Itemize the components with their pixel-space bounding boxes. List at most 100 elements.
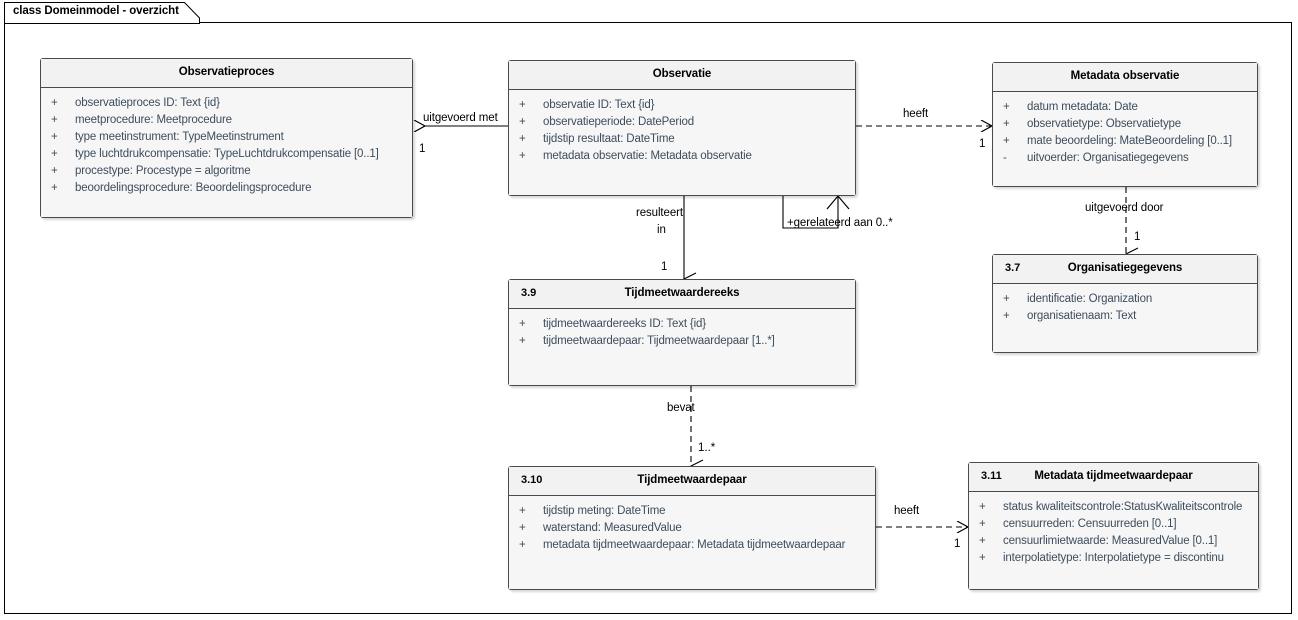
attribute-row: + observatietype: Observatietype xyxy=(993,116,1257,133)
connector-multiplicity-uitgevoerd-met: 1 xyxy=(419,143,426,155)
connector-multiplicity-heeft-tijdmeetwaardepaar: 1 xyxy=(954,538,961,550)
visibility-marker: + xyxy=(1003,135,1010,147)
visibility-marker: + xyxy=(51,148,58,160)
visibility-marker: + xyxy=(519,99,526,111)
connector-label-gerelateerd-aan: +gerelateerd aan 0..* xyxy=(787,217,893,229)
class-box-tijdmeetwaardereeks[interactable]: 3.9 Tijdmeetwaardereeks +tijdmeetwaarder… xyxy=(508,279,856,386)
class-attributes-tijdmeetwaardereeks: +tijdmeetwaardereeks ID: Text {id} +tijd… xyxy=(509,309,855,385)
class-title-observatieproces: Observatieproces xyxy=(178,66,275,78)
connector-multiplicity-resulteert-in: 1 xyxy=(661,261,668,273)
attribute-text: censuurreden: Censuurreden [0..1] xyxy=(1003,518,1177,530)
attribute-row: - uitvoerder: Organisatiegegevens xyxy=(993,150,1257,167)
attribute-text: beoordelingsprocedure: Beoordelingsproce… xyxy=(75,182,312,194)
frame-tab-shape xyxy=(4,2,200,24)
attribute-row: +tijdstip resultaat: DateTime xyxy=(509,131,855,148)
attribute-text: tijdstip meting: DateTime xyxy=(543,505,666,517)
class-header-tijdmeetwaardepaar: 3.10 Tijdmeetwaardepaar xyxy=(509,467,875,496)
class-title-organisatiegegevens: Organisatiegegevens xyxy=(1067,262,1183,274)
visibility-marker: + xyxy=(979,552,986,564)
visibility-marker: + xyxy=(519,522,526,534)
class-attributes-metadata-observatie: + datum metadata: Date + observatietype: O… xyxy=(993,92,1257,186)
class-box-tijdmeetwaardepaar[interactable]: 3.10 Tijdmeetwaardepaar + tijdstip meting… xyxy=(508,466,876,590)
attribute-row: + type meetinstrument: TypeMeetinstrument xyxy=(41,129,412,146)
visibility-marker: + xyxy=(51,97,58,109)
class-number-metadata-tijdmeetwaardepaar: 3.11 xyxy=(981,470,1002,482)
attribute-text: mate beoordeling: MateBeoordeling [0..1] xyxy=(1027,135,1232,147)
attribute-row: + datum metadata: Date xyxy=(993,99,1257,116)
attribute-text: tijdstip resultaat: DateTime xyxy=(543,133,675,145)
attribute-row: +procestype: Procestype = algoritme xyxy=(41,163,412,180)
visibility-marker: + xyxy=(979,535,986,547)
visibility-marker: - xyxy=(1003,152,1007,164)
attribute-text: status kwaliteitscontrole:StatusKwalitei… xyxy=(1003,501,1243,513)
diagram-frame-tab: class Domeinmodel - overzicht xyxy=(4,2,200,24)
visibility-marker: + xyxy=(519,335,526,347)
attribute-row: + interpolatietype: Interpolatietype = di… xyxy=(969,550,1258,567)
attribute-row: + censuurlimietwaarde: MeasuredValue [0..… xyxy=(969,533,1258,550)
visibility-marker: + xyxy=(1003,293,1010,305)
class-box-observatieproces[interactable]: Observatieproces + observatieproces ID: T… xyxy=(40,58,413,218)
class-header-metadata-observatie: Metadata observatie xyxy=(993,63,1257,92)
attribute-text: identificatie: Organization xyxy=(1027,293,1153,305)
attribute-text: organisatienaam: Text xyxy=(1027,310,1137,322)
attribute-text: tijdmeetwaardereeks ID: Text {id} xyxy=(543,318,706,330)
attribute-text: procestype: Procestype = algoritme xyxy=(75,165,251,177)
attribute-row: + tijdstip meting: DateTime xyxy=(509,503,875,520)
attribute-row: + mate beoordeling: MateBeoordeling [0..1… xyxy=(993,133,1257,150)
class-box-metadata-tijdmeetwaardepaar[interactable]: 3.11 Metadata tijdmeetwaardepaar + status… xyxy=(968,462,1259,590)
attribute-text: meetprocedure: Meetprocedure xyxy=(75,114,232,126)
attribute-row: +metadata observatie: Metadata observati… xyxy=(509,148,855,165)
class-header-tijdmeetwaardereeks: 3.9 Tijdmeetwaardereeks xyxy=(509,280,855,309)
attribute-row: +tijdmeetwaardereeks ID: Text {id} xyxy=(509,316,855,333)
attribute-row: + identificatie: Organization xyxy=(993,291,1257,308)
attribute-text: tijdmeetwaardepaar: Tijdmeetwaardepaar [… xyxy=(543,335,775,347)
connector-label-heeft-observatie: heeft xyxy=(903,108,929,120)
attribute-text: uitvoerder: Organisatiegegevens xyxy=(1027,152,1189,164)
visibility-marker: + xyxy=(979,518,986,530)
visibility-marker: + xyxy=(51,182,58,194)
attribute-row: + beoordelingsprocedure: Beoordelingsproc… xyxy=(41,180,412,197)
attribute-text: censuurlimietwaarde: MeasuredValue [0..1… xyxy=(1003,535,1218,547)
connector-label-uitgevoerd-door: uitgevoerd door xyxy=(1085,202,1164,214)
visibility-marker: + xyxy=(519,150,526,162)
class-attributes-observatie: +observatie ID: Text {id} +observatieper… xyxy=(509,90,855,195)
diagram-title: class Domeinmodel - overzicht xyxy=(13,5,179,17)
attribute-row: +organisatienaam: Text xyxy=(993,308,1257,325)
attribute-text: type luchtdrukcompensatie: TypeLuchtdruk… xyxy=(75,148,379,160)
visibility-marker: + xyxy=(519,116,526,128)
attribute-text: waterstand: MeasuredValue xyxy=(543,522,682,534)
class-number-tijdmeetwaardereeks: 3.9 xyxy=(521,287,537,299)
attribute-text: observatie ID: Text {id} xyxy=(543,99,655,111)
visibility-marker: + xyxy=(1003,118,1010,130)
visibility-marker: + xyxy=(51,114,58,126)
class-attributes-metadata-tijdmeetwaardepaar: + status kwaliteitscontrole:StatusKwalite… xyxy=(969,492,1258,589)
class-title-tijdmeetwaardereeks: Tijdmeetwaardereeks xyxy=(624,287,740,299)
class-title-metadata-tijdmeetwaardepaar: Metadata tijdmeetwaardepaar xyxy=(1034,470,1193,482)
visibility-marker: + xyxy=(519,505,526,517)
attribute-text: datum metadata: Date xyxy=(1027,101,1138,113)
class-header-observatieproces: Observatieproces xyxy=(41,59,412,88)
connector-multiplicity-heeft-observatie: 1 xyxy=(979,138,986,150)
class-box-metadata-observatie[interactable]: Metadata observatie + datum metadata: Dat… xyxy=(992,62,1258,187)
attribute-text: observatieproces ID: Text {id} xyxy=(75,97,220,109)
attribute-text: interpolatietype: Interpolatietype = dis… xyxy=(1003,552,1224,564)
visibility-marker: + xyxy=(519,539,526,551)
class-header-observatie: Observatie xyxy=(509,61,855,90)
attribute-text: observatietype: Observatietype xyxy=(1027,118,1182,130)
visibility-marker: + xyxy=(51,131,58,143)
visibility-marker: + xyxy=(1003,101,1010,113)
class-number-organisatiegegevens: 3.7 xyxy=(1005,262,1021,274)
class-title-metadata-observatie: Metadata observatie xyxy=(1070,70,1180,82)
connector-multiplicity-uitgevoerd-door: 1 xyxy=(1134,231,1141,243)
connector-label-resulteert-in: in xyxy=(657,224,666,236)
class-box-organisatiegegevens[interactable]: 3.7 Organisatiegegevens + identificatie: … xyxy=(992,254,1258,353)
connector-multiplicity-bevat: 1..* xyxy=(698,442,716,454)
attribute-row: + observatieproces ID: Text {id} xyxy=(41,95,412,112)
attribute-row: + censuurreden: Censuurreden [0..1] xyxy=(969,516,1258,533)
class-box-observatie[interactable]: Observatie +observatie ID: Text {id} +ob… xyxy=(508,60,856,196)
connector-label-uitgevoerd-met: uitgevoerd met xyxy=(423,112,498,124)
class-attributes-tijdmeetwaardepaar: + tijdstip meting: DateTime + waterstand: … xyxy=(509,496,875,589)
class-attributes-organisatiegegevens: + identificatie: Organization +organisati… xyxy=(993,284,1257,352)
class-number-tijdmeetwaardepaar: 3.10 xyxy=(521,474,543,486)
attribute-text: type meetinstrument: TypeMeetinstrument xyxy=(75,131,284,143)
